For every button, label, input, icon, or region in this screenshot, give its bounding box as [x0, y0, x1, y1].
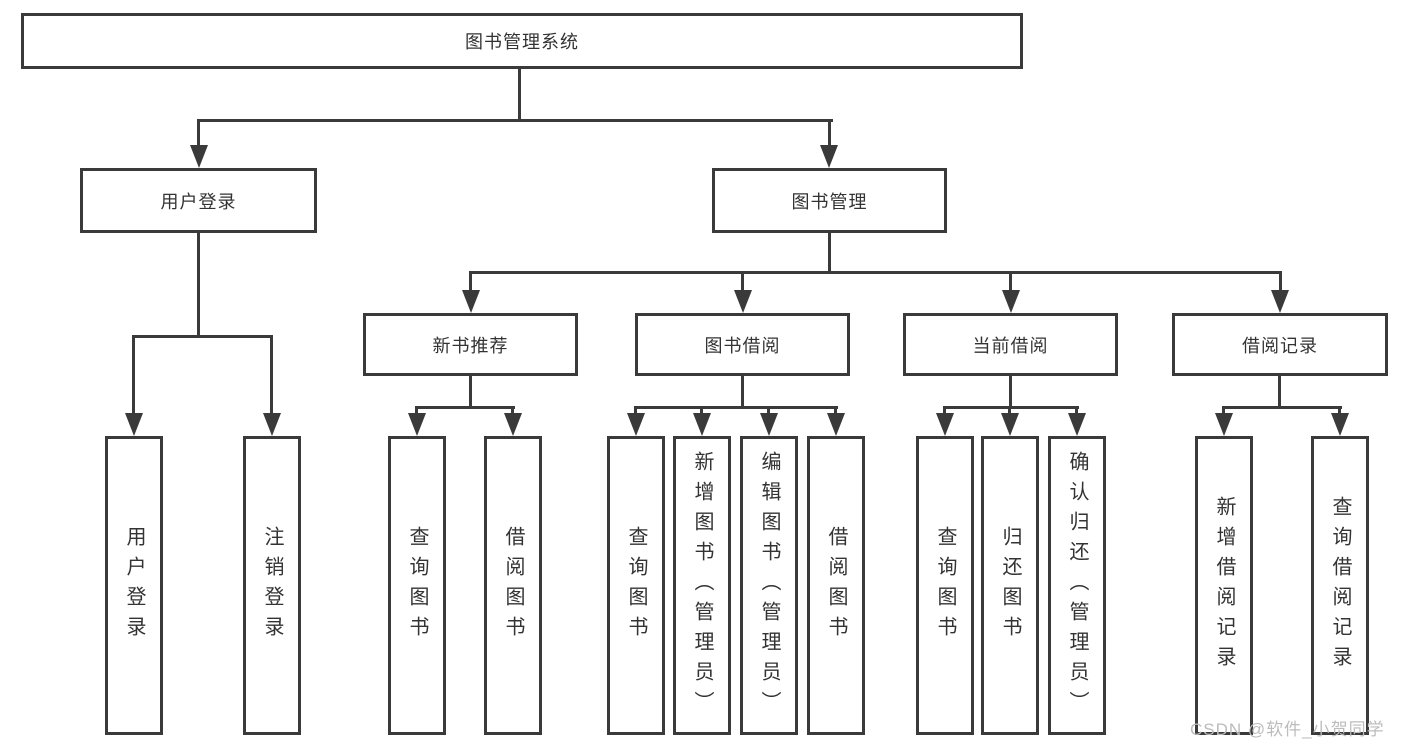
- arrowhead-current-borrow: [1002, 290, 1020, 313]
- arrowhead-leaf-user-login: [125, 413, 143, 436]
- node-leaf-confirm-return-admin: 确认归还（管理员）: [1048, 436, 1106, 735]
- connector-leaf-logout-drop: [270, 335, 273, 415]
- arrowhead-leaf-query-book-borrow: [627, 413, 645, 436]
- node-current-borrow: 当前借阅: [903, 313, 1118, 376]
- arrowhead-new-book-recommend: [462, 290, 480, 313]
- node-leaf-return-book: 归还图书: [981, 436, 1039, 735]
- arrowhead-leaf-logout: [263, 413, 281, 436]
- connector-user-login-drop: [197, 119, 200, 147]
- connector-root-stem: [518, 69, 521, 122]
- leaf-label: 查询图书: [934, 525, 956, 646]
- connector-leaf-drop: [1338, 406, 1341, 416]
- arrowhead-book-borrow: [734, 290, 752, 313]
- leaf-label: 新增图书（管理员）: [691, 450, 713, 721]
- connector-leaf-drop: [1222, 406, 1225, 416]
- node-leaf-query-book-recommend: 查询图书: [388, 436, 446, 735]
- node-leaf-add-borrow-record: 新增借阅记录: [1195, 436, 1253, 735]
- arrowhead-leaf-query-book-rec: [408, 413, 426, 436]
- node-user-login: 用户登录: [80, 168, 317, 233]
- node-leaf-edit-book-admin: 编辑图书（管理员）: [740, 436, 798, 735]
- node-leaf-borrow-book-borrow: 借阅图书: [807, 436, 865, 735]
- leaf-label: 归还图书: [999, 525, 1021, 646]
- leaf-label: 新增借阅记录: [1213, 495, 1235, 676]
- arrowhead-user-login: [190, 145, 208, 168]
- arrowhead-leaf-query-book-current: [936, 413, 954, 436]
- node-leaf-query-book-current: 查询图书: [916, 436, 974, 735]
- connector-user-login-rail: [132, 335, 273, 338]
- connector-leaf-drop: [700, 406, 703, 416]
- node-borrow-records: 借阅记录: [1172, 313, 1388, 376]
- connector-new-book-recommend-rail: [416, 406, 515, 409]
- leaf-label: 编辑图书（管理员）: [758, 450, 780, 721]
- node-leaf-logout: 注销登录: [243, 436, 301, 735]
- node-book-management: 图书管理: [712, 168, 947, 233]
- connector-leaf-drop: [834, 406, 837, 416]
- arrowhead-leaf-add-book: [693, 413, 711, 436]
- arrowhead-book-management: [820, 145, 838, 168]
- leaf-label: 确认归还（管理员）: [1066, 450, 1088, 721]
- node-leaf-query-book-borrow: 查询图书: [607, 436, 665, 735]
- connector-leaf-drop: [634, 406, 637, 416]
- arrowhead-leaf-add-borrow-record: [1215, 413, 1233, 436]
- connector-leaf-drop: [511, 406, 514, 416]
- node-leaf-user-login: 用户登录: [105, 436, 163, 735]
- csdn-watermark: CSDN @软件_小贺同学: [1190, 720, 1385, 739]
- connector-level3-rail: [469, 271, 1282, 274]
- connector-new-book-recommend-drop: [469, 271, 472, 292]
- node-new-book-recommend: 新书推荐: [363, 313, 578, 376]
- connector-leaf-drop: [415, 406, 418, 416]
- connector-book-borrow-drop: [741, 271, 744, 292]
- arrowhead-leaf-return-book: [1001, 413, 1019, 436]
- connector-new-book-recommend-stem: [469, 376, 472, 409]
- connector-leaf-drop: [1075, 406, 1078, 416]
- leaf-label: 查询图书: [406, 525, 428, 646]
- node-leaf-borrow-book-recommend: 借阅图书: [484, 436, 542, 735]
- leaf-label: 注销登录: [261, 525, 283, 646]
- connector-book-borrow-rail: [634, 406, 838, 409]
- leaf-label: 查询借阅记录: [1329, 495, 1351, 676]
- connector-user-login-stem: [197, 233, 200, 338]
- connector-current-borrow-stem: [1009, 376, 1012, 409]
- connector-leaf-drop: [1008, 406, 1011, 416]
- connector-book-borrow-stem: [741, 376, 744, 409]
- node-book-borrow: 图书借阅: [635, 313, 850, 376]
- connector-leaf-user-login-drop: [132, 335, 135, 415]
- arrowhead-leaf-borrow-book: [827, 413, 845, 436]
- connector-leaf-drop: [943, 406, 946, 416]
- arrowhead-leaf-query-borrow-record: [1331, 413, 1349, 436]
- connector-borrow-records-rail: [1222, 406, 1342, 409]
- connector-level2-rail: [197, 119, 833, 122]
- leaf-label: 查询图书: [625, 525, 647, 646]
- connector-leaf-drop: [767, 406, 770, 416]
- arrowhead-leaf-edit-book: [760, 413, 778, 436]
- arrowhead-leaf-borrow-book-rec: [504, 413, 522, 436]
- leaf-label: 借阅图书: [502, 525, 524, 646]
- node-library-management-system: 图书管理系统: [21, 13, 1023, 69]
- leaf-label: 借阅图书: [825, 525, 847, 646]
- connector-current-borrow-rail: [943, 406, 1079, 409]
- arrowhead-leaf-confirm-return: [1068, 413, 1086, 436]
- connector-book-management-stem: [828, 233, 831, 273]
- leaf-label: 用户登录: [123, 525, 145, 646]
- connector-borrow-records-drop: [1279, 271, 1282, 292]
- node-leaf-add-book-admin: 新增图书（管理员）: [673, 436, 731, 735]
- connector-borrow-records-stem: [1278, 376, 1281, 409]
- arrowhead-borrow-records: [1271, 290, 1289, 313]
- connector-book-management-drop: [828, 119, 831, 147]
- connector-current-borrow-drop: [1009, 271, 1012, 292]
- node-leaf-query-borrow-record: 查询借阅记录: [1311, 436, 1369, 735]
